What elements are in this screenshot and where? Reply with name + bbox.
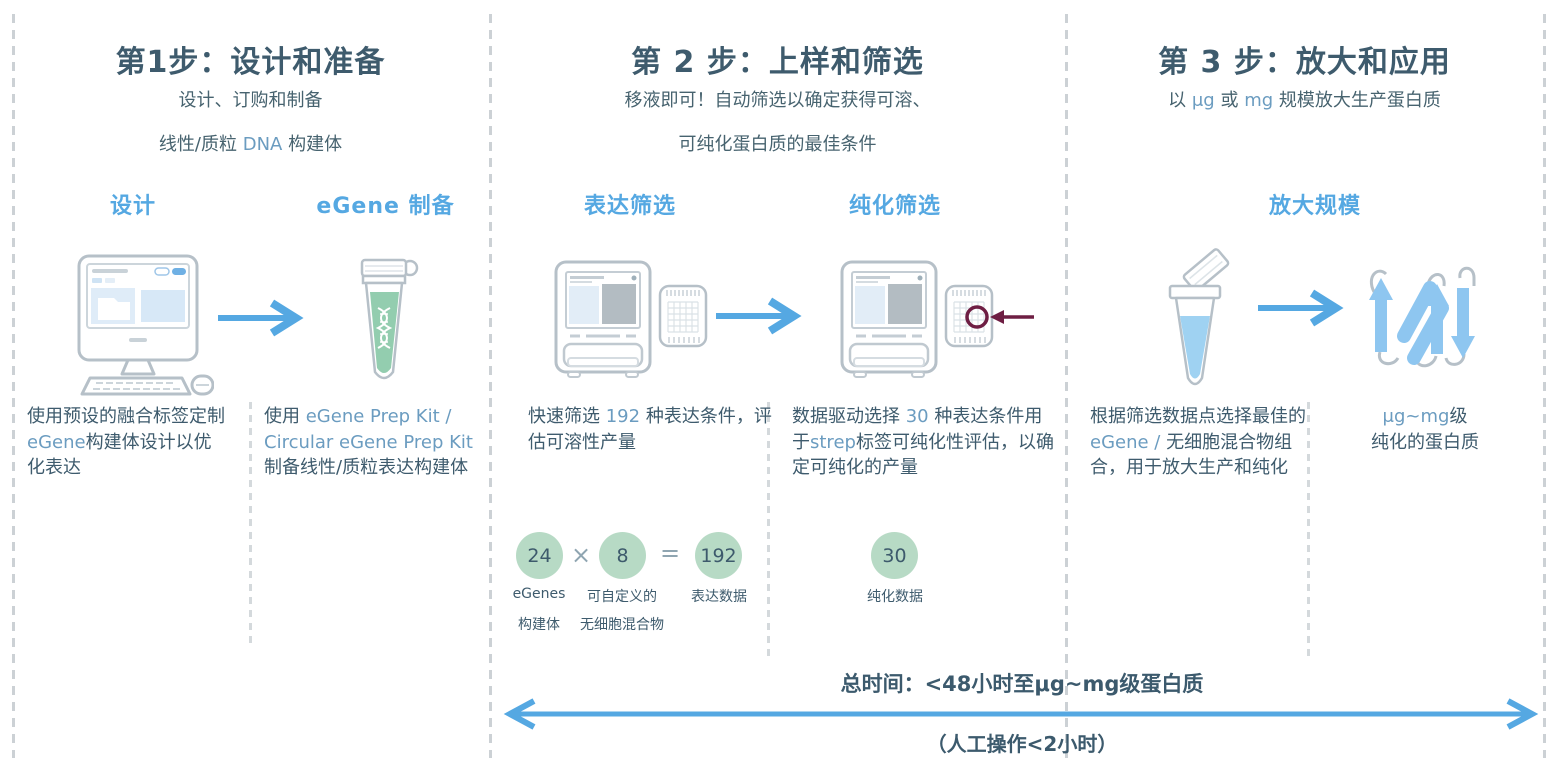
step2-subtitle-2: 可纯化蛋白质的最佳条件	[678, 134, 877, 155]
equals-sign: =	[660, 539, 681, 567]
purification-data-label: 纯化数据	[867, 589, 923, 605]
dna-tube-icon	[360, 258, 419, 380]
arrow-right-icon	[218, 299, 304, 337]
text-segment: 构建体	[282, 134, 343, 155]
mixes-label-line1: 可自定义的	[587, 589, 657, 605]
egenes-label-line1: eGenes	[512, 586, 566, 602]
text-segment: 使用	[264, 406, 306, 427]
step1-text-divider	[249, 402, 252, 648]
arrow-right-icon	[1258, 289, 1344, 327]
dashed-separator-2	[1065, 14, 1068, 758]
text-segment: 线性/质粒	[158, 134, 243, 155]
text-segment: DNA	[242, 134, 283, 155]
text-segment: μg	[1191, 90, 1215, 111]
text-segment: eGene	[27, 431, 86, 453]
text-segment: 以	[1168, 90, 1192, 111]
total-time-label: 总时间：<48小时至μg~mg级蛋白质	[840, 672, 1204, 696]
step2-purification-description: 数据驱动选择 30 种表达条件用于strep标签可纯化性评估，以确定可纯化的产量	[792, 404, 1054, 481]
text-segment: 快速筛选	[528, 406, 606, 427]
step3-subtitle: 以 μg 或 mg 规模放大生产蛋白质	[1066, 86, 1543, 112]
instrument-icon	[840, 260, 938, 378]
step1-prep-description: 使用 eGene Prep Kit / Circular eGene Prep …	[264, 404, 476, 481]
arrow-right-icon	[716, 297, 802, 335]
step1-subtitle-2: 线性/质粒 DNA 构建体	[12, 130, 489, 156]
text-segment: 192	[605, 406, 641, 427]
mixes-count-badge: 8	[599, 532, 646, 579]
text-segment: 制备线性/质粒表达构建体	[264, 457, 469, 479]
purification-count-badge: 30	[871, 532, 918, 579]
expression-count-badge: 192	[695, 532, 742, 579]
text-segment: 级	[1449, 406, 1468, 427]
text-segment: 规模放大生产蛋白质	[1273, 90, 1441, 111]
step2-subtitle-1: 移液即可！自动筛选以确定获得可溶、	[624, 90, 931, 111]
dashed-border-right	[1543, 14, 1546, 758]
protein-structure-icon	[1369, 266, 1476, 368]
egenes-label-line2: 构建体	[518, 617, 560, 633]
step2-expression-description: 快速筛选 192 种表达条件，评估可溶性产量	[528, 404, 778, 455]
step1-subtitle-1: 设计、订购和制备	[178, 90, 323, 111]
text-segment: μg~mg	[1382, 406, 1450, 427]
step1-title: 第1步：设计和准备	[115, 44, 386, 80]
text-segment: 数据驱动选择	[792, 406, 906, 427]
microplate-selected-icon	[944, 284, 1034, 348]
instrument-icon	[554, 260, 652, 378]
expression-data-label: 表达数据	[691, 589, 747, 605]
text-segment: 标签可纯化性评估，以确定可纯化的产量	[792, 431, 1054, 479]
step2-text-divider	[767, 402, 770, 660]
text-segment: 使用预设的融合标签定制	[27, 406, 225, 427]
step1-prep-label: eGene 制备	[316, 194, 455, 219]
open-tube-icon	[1168, 248, 1230, 386]
dashed-border-left	[12, 14, 15, 758]
text-segment: mg	[1244, 90, 1274, 111]
egenes-count-badge: 24	[516, 532, 563, 579]
step1-design-description: 使用预设的融合标签定制 eGene构建体设计以优化表达	[27, 404, 229, 481]
text-segment: 无细胞混合物组合，用于放大生产和纯化	[1090, 431, 1293, 479]
step3-scaleup-label: 放大规模	[1268, 194, 1361, 219]
step2-purification-label: 纯化筛选	[848, 194, 941, 219]
manual-time-label: （人工操作<2小时）	[926, 732, 1118, 756]
text-segment: 种表达条件，评估可溶性产量	[528, 406, 772, 453]
text-segment: eGene /	[1090, 431, 1161, 453]
text-segment: 30	[905, 406, 929, 427]
text-segment: 或	[1214, 90, 1245, 111]
mixes-label-line2: 无细胞混合物	[580, 617, 664, 633]
text-segment: 种表达条件用于	[792, 406, 1043, 453]
text-segment: strep	[810, 431, 856, 453]
microplate-icon	[658, 284, 708, 348]
selection-arrow-icon	[990, 310, 1034, 324]
step3-title: 第 3 步：放大和应用	[1158, 44, 1451, 80]
text-segment: 构建体设计以优化表达	[27, 431, 212, 479]
computer-icon	[77, 254, 214, 396]
step3-text-divider	[1307, 402, 1310, 660]
double-arrow-icon	[503, 698, 1539, 730]
times-sign: ×	[571, 541, 592, 569]
step3-select-description: 根据筛选数据点选择最佳的 eGene / 无细胞混合物组合，用于放大生产和纯化	[1090, 404, 1312, 481]
text-segment: eGene Prep Kit / Circular eGene Prep Kit	[264, 406, 473, 453]
text-segment: 根据筛选数据点选择最佳的	[1090, 406, 1306, 427]
step3-result-description: μg~mg级纯化的蛋白质	[1330, 404, 1520, 455]
dashed-separator-1	[489, 14, 492, 758]
step2-expression-label: 表达筛选	[583, 194, 676, 219]
step1-design-label: 设计	[109, 194, 156, 219]
step2-title: 第 2 步：上样和筛选	[631, 44, 924, 80]
selection-circle-icon	[965, 305, 989, 329]
text-segment: 纯化的蛋白质	[1371, 431, 1479, 453]
